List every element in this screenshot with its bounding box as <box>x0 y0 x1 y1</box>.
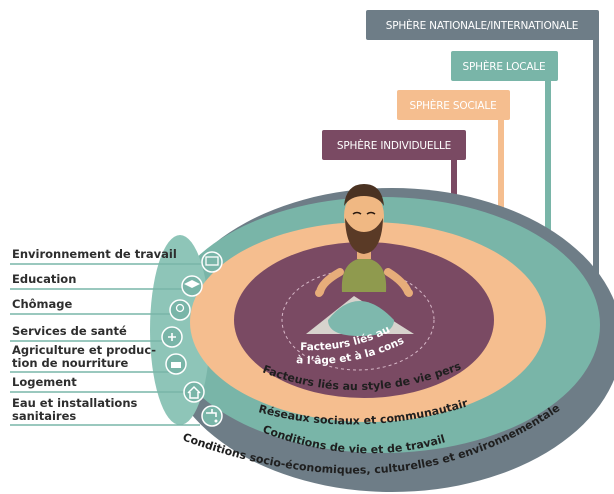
factor-label: Environnement de travail <box>12 247 177 261</box>
national-header-box <box>366 10 599 40</box>
house-icon <box>183 381 205 403</box>
person-shirt <box>341 258 387 292</box>
factor-label: Education <box>12 272 76 286</box>
sociale-header-label: SPHÈRE SOCIALE <box>409 99 496 112</box>
factor-label-line2: sanitaires <box>12 409 76 423</box>
factor-education: Education <box>10 272 203 297</box>
office-worker-icon <box>201 251 223 273</box>
factor-logement: Logement <box>10 375 205 403</box>
factor-services-sante: Services de santé <box>10 324 183 348</box>
individuelle-header-label: SPHÈRE INDIVIDUELLE <box>337 139 451 152</box>
person-left-hand <box>315 289 323 297</box>
factor-eau: Eau et installations sanitaires <box>10 396 223 427</box>
unemployment-icon <box>169 299 191 321</box>
factor-chomage: Chômage <box>10 297 191 321</box>
person-right-eye <box>366 211 376 215</box>
national-header-label: SPHÈRE NATIONALE/INTERNATIONALE <box>386 19 578 32</box>
locale-connector <box>545 66 551 281</box>
person-right-hand <box>405 289 413 297</box>
sociale-header-box <box>397 90 510 120</box>
factor-label: Services de santé <box>12 324 127 338</box>
sociale-connector <box>498 104 504 280</box>
factor-label-line1: Eau et installations <box>12 396 138 410</box>
locale-header-label: SPHÈRE LOCALE <box>463 60 546 73</box>
meditating-person-illustration <box>306 184 414 336</box>
person-left-eye <box>352 211 362 215</box>
factor-environnement-travail: Environnement de travail <box>10 247 223 273</box>
factor-label: Chômage <box>12 297 73 311</box>
factor-label: Logement <box>12 375 77 389</box>
individuelle-header-box <box>322 130 466 160</box>
factor-label-line1: Agriculture et produc- <box>12 343 156 357</box>
person-legs <box>328 301 394 336</box>
locale-header-box <box>451 51 558 81</box>
person-face <box>344 190 384 242</box>
person-hair <box>344 184 384 206</box>
person-beard <box>345 218 383 254</box>
factor-label-line2: tion de nourriture <box>12 356 128 370</box>
factor-list: Environnement de travail Education Chôma… <box>10 247 223 427</box>
national-connector <box>593 30 599 332</box>
inner-dashed-ring <box>281 269 435 371</box>
sphere-headers: SPHÈRE NATIONALE/INTERNATIONALE SPHÈRE L… <box>322 10 599 160</box>
factor-agriculture: Agriculture et produc- tion de nourritur… <box>10 343 187 375</box>
